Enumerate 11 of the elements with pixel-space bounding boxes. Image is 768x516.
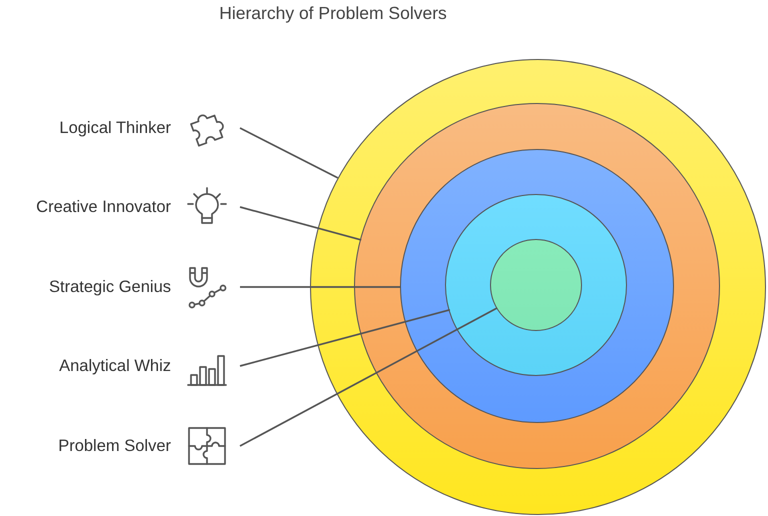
title: Hierarchy of Problem Solvers — [218, 3, 448, 24]
tier-label: Strategic Genius — [49, 278, 171, 296]
leader-line — [240, 307, 498, 447]
leader-line — [240, 127, 338, 179]
tier-label: Problem Solver — [58, 436, 171, 456]
tier-label: Logical Thinker — [59, 118, 171, 138]
tier-label: Creative Innovator — [36, 198, 171, 216]
leader-line — [240, 308, 450, 367]
leader-line — [240, 286, 401, 288]
tier-label: Analytical Whiz — [59, 356, 171, 376]
leader-line — [240, 206, 362, 241]
